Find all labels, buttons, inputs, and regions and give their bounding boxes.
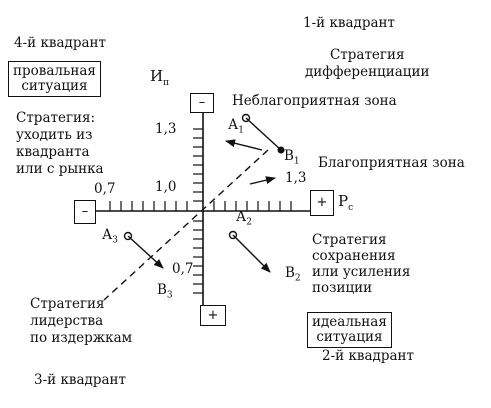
strategy-exit: Стратегия: уходить из квадранта или с ры… (16, 110, 104, 178)
cost-line-1: Стратегия (30, 296, 105, 312)
quadrant-4-title: 4-й квадрант (14, 35, 106, 51)
horizontal-ticks (109, 201, 292, 211)
vertical-minus-sign: – (190, 93, 214, 113)
segment-a3-b3 (127, 235, 164, 269)
point-a2-label: А2 (236, 209, 252, 228)
point-b3-label: В3 (157, 282, 173, 301)
preserve-line-4: позиции (312, 280, 373, 296)
segment-a1-b1 (245, 117, 282, 151)
tick-v-top: 1,3 (155, 121, 177, 137)
failure-situation-box: провальная ситуация (8, 61, 101, 97)
horizontal-axis-label: Рс (338, 192, 354, 213)
quadrant-2-title: 2-й квадрант (322, 348, 414, 364)
preserve-line-3: или усиления (312, 264, 411, 280)
differentiation-line-1: Стратегия (329, 47, 405, 63)
ideal-line-2: ситуация (316, 329, 383, 345)
strategy-differentiation: Стратегия дифференциации (305, 47, 429, 81)
vertical-plus-sign: + (200, 305, 226, 326)
point-b1-label: В1 (284, 148, 300, 167)
vertical-axis-label: Ип (150, 67, 170, 88)
point-a3-label: А3 (102, 227, 118, 246)
favorable-zone-label: Благоприятная зона (318, 155, 465, 171)
segment-a2-b2 (232, 234, 271, 273)
failure-line-2: ситуация (21, 78, 88, 94)
strategy-cost-leadership: Стратегия лидерства по издержкам (30, 296, 132, 347)
cost-line-3: по издержкам (30, 330, 133, 346)
exit-line-4: или с рынка (16, 161, 104, 177)
tick-v-mid: 1,0 (155, 179, 177, 195)
failure-line-1: провальная (13, 63, 96, 79)
quadrant-3-title: 3-й квадрант (34, 372, 126, 388)
preserve-line-1: Стратегия (312, 232, 387, 248)
exit-line-1: Стратегия: (16, 110, 96, 126)
vertical-ticks (193, 128, 203, 294)
diagonal-dashed-line (103, 149, 269, 301)
quadrant-1-title: 1-й квадрант (303, 15, 395, 31)
cost-line-2: лидерства (30, 313, 104, 329)
preserve-line-2: сохранения (312, 248, 396, 264)
arrow-left (225, 139, 263, 151)
strategy-preserve: Стратегия сохранения или усиления позици… (312, 232, 410, 296)
ideal-line-1: идеальная (312, 314, 387, 330)
differentiation-line-2: дифференциации (305, 64, 430, 80)
arrow-right (249, 176, 276, 185)
tick-h-left: 0,7 (94, 181, 116, 197)
horizontal-plus-sign: + (310, 190, 334, 216)
tick-v-bottom: 0,7 (172, 261, 194, 277)
point-b2-label: В2 (285, 265, 301, 284)
unfavorable-zone-label: Неблагоприятная зона (232, 93, 397, 109)
exit-line-2: уходить из (16, 127, 93, 143)
ideal-situation-box: идеальная ситуация (307, 312, 392, 348)
exit-line-3: квадранта (16, 144, 90, 160)
point-a1-label: А1 (228, 117, 244, 136)
tick-h-right: 1,3 (285, 170, 307, 186)
horizontal-minus-sign: – (74, 200, 96, 224)
